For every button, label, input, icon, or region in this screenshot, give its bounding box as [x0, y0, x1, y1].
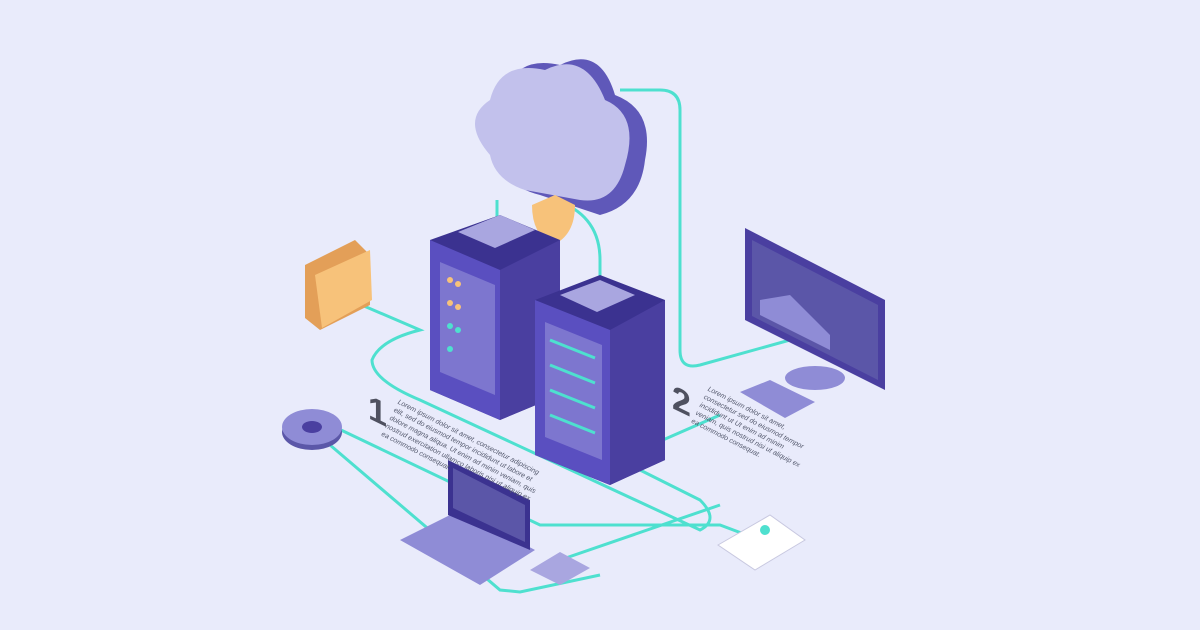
server-rack-left [430, 215, 560, 420]
desktop-monitor [745, 228, 885, 390]
laptop [400, 460, 535, 585]
report-document-icon [717, 514, 806, 571]
gear-icon [282, 409, 342, 450]
server-rack-right [535, 275, 665, 485]
folder-icon [305, 240, 372, 330]
phone-icon [530, 552, 590, 585]
shield-icon [532, 195, 575, 245]
keyboard-icon [740, 380, 815, 418]
cloud-icon [475, 59, 647, 216]
